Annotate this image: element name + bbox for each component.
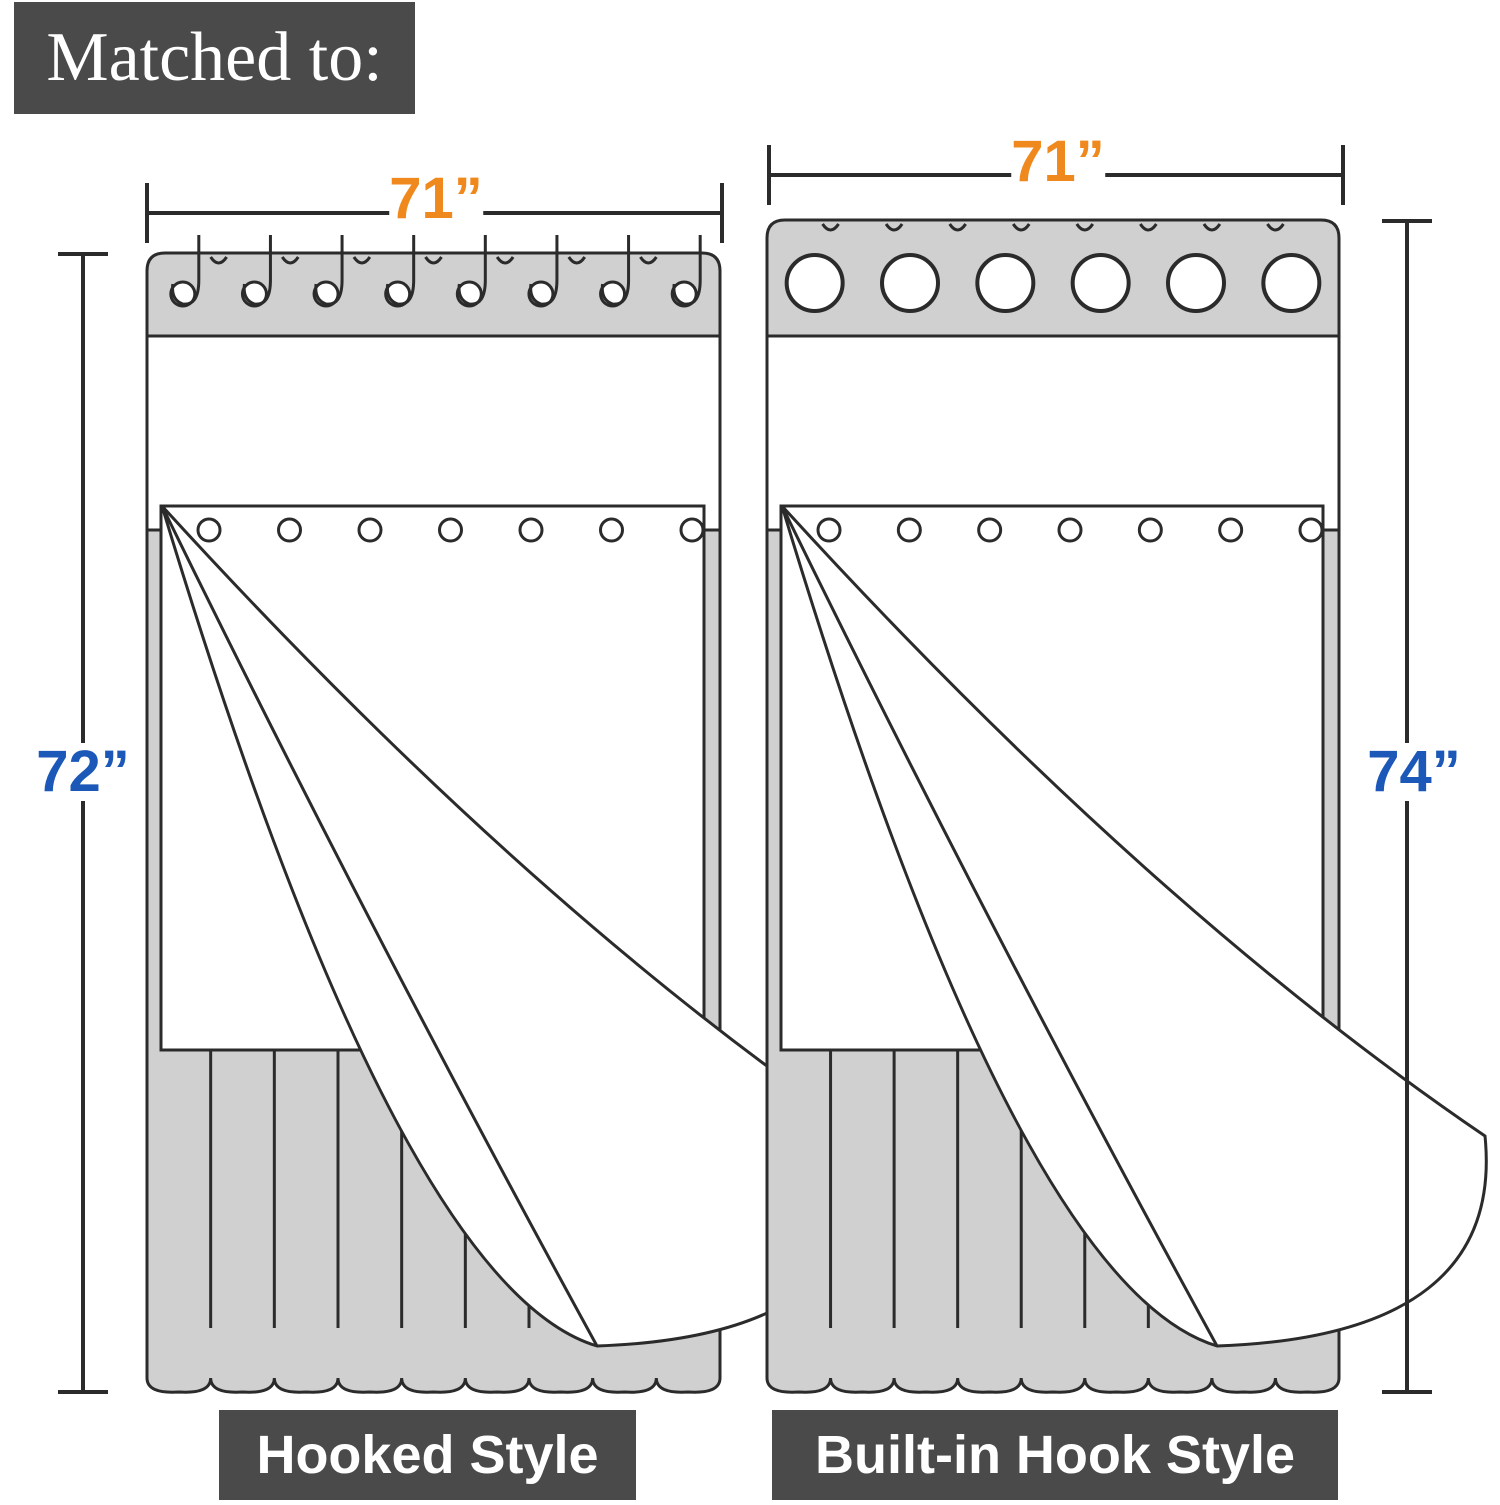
title-text: Matched to:	[46, 19, 383, 96]
liner-grommet	[977, 517, 1003, 543]
header-loop	[1011, 223, 1031, 232]
built-in-hook-style-label: Built-in Hook Style	[772, 1410, 1338, 1500]
right-height-label: 74”	[1367, 739, 1461, 804]
curtain-upper-body	[145, 334, 722, 532]
liner-grommet	[1057, 517, 1083, 543]
hooked-style-label: Hooked Style	[219, 1410, 636, 1500]
liner-grommet	[277, 517, 302, 543]
header-loop	[495, 256, 515, 265]
header-loop	[352, 256, 372, 265]
grommet-ring	[1070, 253, 1131, 313]
curtain-header	[765, 218, 1341, 338]
header-loop	[567, 256, 586, 265]
liner-grommet	[599, 517, 624, 543]
liner-grommet	[196, 517, 222, 543]
header-loop	[1075, 223, 1095, 232]
liner-flap-fold	[160, 505, 599, 1347]
hook-icon	[242, 235, 272, 306]
curtain-upper-body	[765, 334, 1341, 532]
liner-grommet	[357, 517, 383, 543]
grommet-ring	[1261, 253, 1322, 313]
built-in-hook-style-curtain	[765, 145, 1488, 1394]
grommet-ring	[880, 253, 940, 313]
grommet-ring	[784, 253, 845, 313]
header-loop	[1139, 223, 1158, 232]
liner-grommet	[896, 517, 922, 543]
liner-grommet	[816, 517, 842, 543]
liner-grommet	[438, 517, 463, 543]
header-loop	[209, 256, 228, 265]
built-in-hook-style-text: Built-in Hook Style	[814, 1425, 1295, 1485]
header-loop	[281, 256, 300, 265]
liner-grommet	[1218, 517, 1244, 543]
header-loop	[884, 223, 904, 232]
header-loop	[948, 223, 967, 232]
hook-icon	[171, 235, 201, 306]
liner-flap	[780, 504, 1488, 1348]
liner-grommet	[1137, 517, 1163, 543]
header-loop	[639, 256, 658, 265]
hooked-style-text: Hooked Style	[256, 1425, 599, 1485]
liner-grommet	[1298, 517, 1324, 543]
hook-icon	[314, 235, 344, 306]
hooked-style-curtain	[58, 183, 868, 1394]
header-loop	[424, 256, 443, 265]
header-loop	[821, 223, 840, 232]
hook-icon	[385, 235, 416, 306]
curtain-header	[145, 251, 722, 338]
grommet-ring	[1166, 253, 1226, 313]
liner-grommet	[679, 517, 705, 543]
liner-grommet	[518, 517, 544, 543]
hook-icon	[600, 235, 631, 306]
grommet-ring	[975, 253, 1036, 313]
liner-flap-fold	[780, 505, 1219, 1347]
hook-icon	[529, 235, 559, 306]
right-width-label: 71”	[1011, 129, 1105, 194]
header-loop	[1202, 223, 1222, 232]
title-banner: Matched to:	[14, 2, 415, 114]
left-height-label: 72”	[36, 739, 130, 804]
left-width-label: 71”	[389, 166, 483, 231]
header-loop	[1266, 223, 1285, 232]
hook-icon	[672, 235, 702, 306]
hook-icon	[457, 235, 487, 306]
